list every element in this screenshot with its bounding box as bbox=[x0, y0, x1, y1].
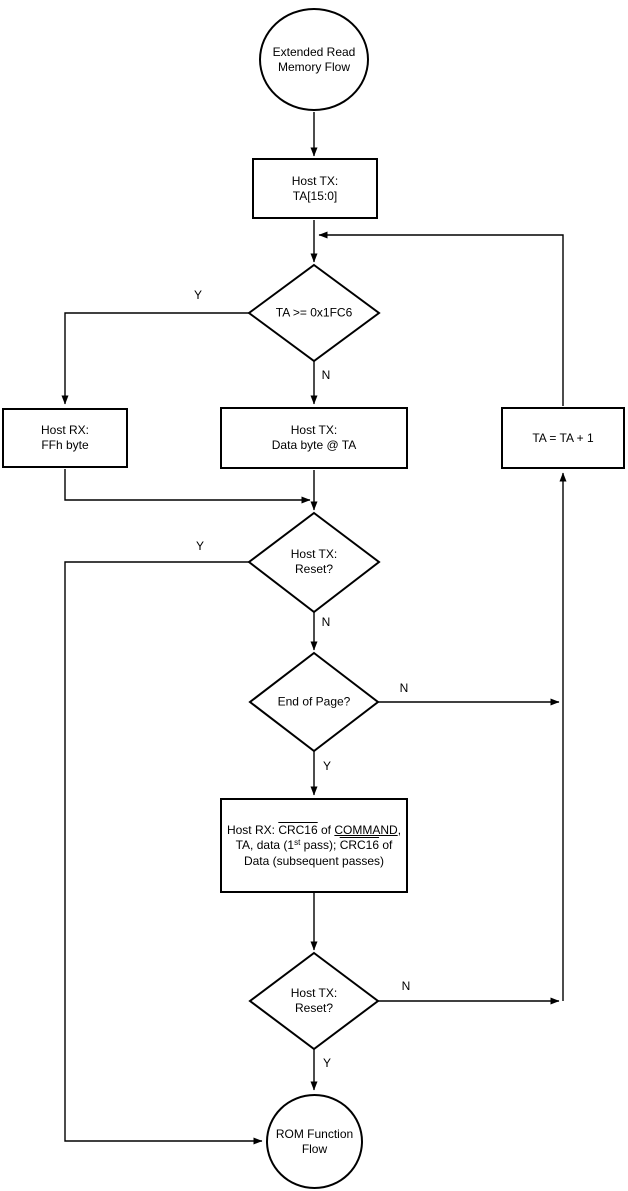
terminator-start: Extended Read Memory Flow bbox=[259, 8, 369, 111]
decision-end-of-page-shape bbox=[248, 651, 380, 753]
terminator-end: ROM Function Flow bbox=[266, 1094, 363, 1189]
edge-reset1-yes bbox=[64, 561, 263, 1145]
decision-reset1-shape bbox=[247, 511, 381, 614]
process-host-rx-ffh: Host RX: FFh byte bbox=[2, 408, 128, 468]
ta-check-label: TA >= 0x1FC6 bbox=[275, 305, 353, 320]
edge-ta-increment-feedback bbox=[318, 231, 564, 406]
ta-check-no-label: N bbox=[321, 368, 331, 382]
process-host-tx-ta: Host TX: TA[15:0] bbox=[252, 158, 378, 219]
reset1-yes-label: Y bbox=[195, 539, 205, 553]
host-rx-ffh-label: Host RX: FFh byte bbox=[40, 423, 89, 452]
edge-host-rx-ffh-join bbox=[64, 469, 311, 504]
crc16-label: Host RX: CRC16 of COMMAND, TA, data (1st… bbox=[226, 822, 402, 868]
ta-increment-label: TA = TA + 1 bbox=[532, 430, 594, 445]
ta-check-yes-label: Y bbox=[193, 288, 203, 302]
decision-ta-check-shape bbox=[247, 263, 381, 363]
host-tx-data-label: Host TX: Data byte @ TA bbox=[271, 423, 357, 452]
edge-ta-check-yes bbox=[61, 312, 249, 405]
reset1-label: Host TX: Reset? bbox=[290, 547, 338, 576]
process-host-rx-crc16: Host RX: CRC16 of COMMAND, TA, data (1st… bbox=[220, 798, 408, 893]
process-ta-increment: TA = TA + 1 bbox=[501, 407, 625, 469]
start-label: Extended Read Memory Flow bbox=[272, 44, 356, 74]
end-label: ROM Function Flow bbox=[275, 1126, 354, 1156]
end-of-page-no-label: N bbox=[399, 681, 409, 695]
reset2-no-label: N bbox=[401, 979, 411, 993]
reset2-yes-label: Y bbox=[322, 1056, 332, 1070]
decision-reset2-shape bbox=[248, 951, 380, 1051]
end-of-page-label: End of Page? bbox=[277, 694, 351, 709]
reset2-label: Host TX: Reset? bbox=[290, 986, 338, 1015]
end-of-page-yes-label: Y bbox=[322, 759, 332, 773]
host-tx-ta-label: Host TX: TA[15:0] bbox=[291, 173, 339, 203]
reset1-no-label: N bbox=[321, 615, 331, 629]
process-host-tx-data: Host TX: Data byte @ TA bbox=[220, 407, 408, 469]
